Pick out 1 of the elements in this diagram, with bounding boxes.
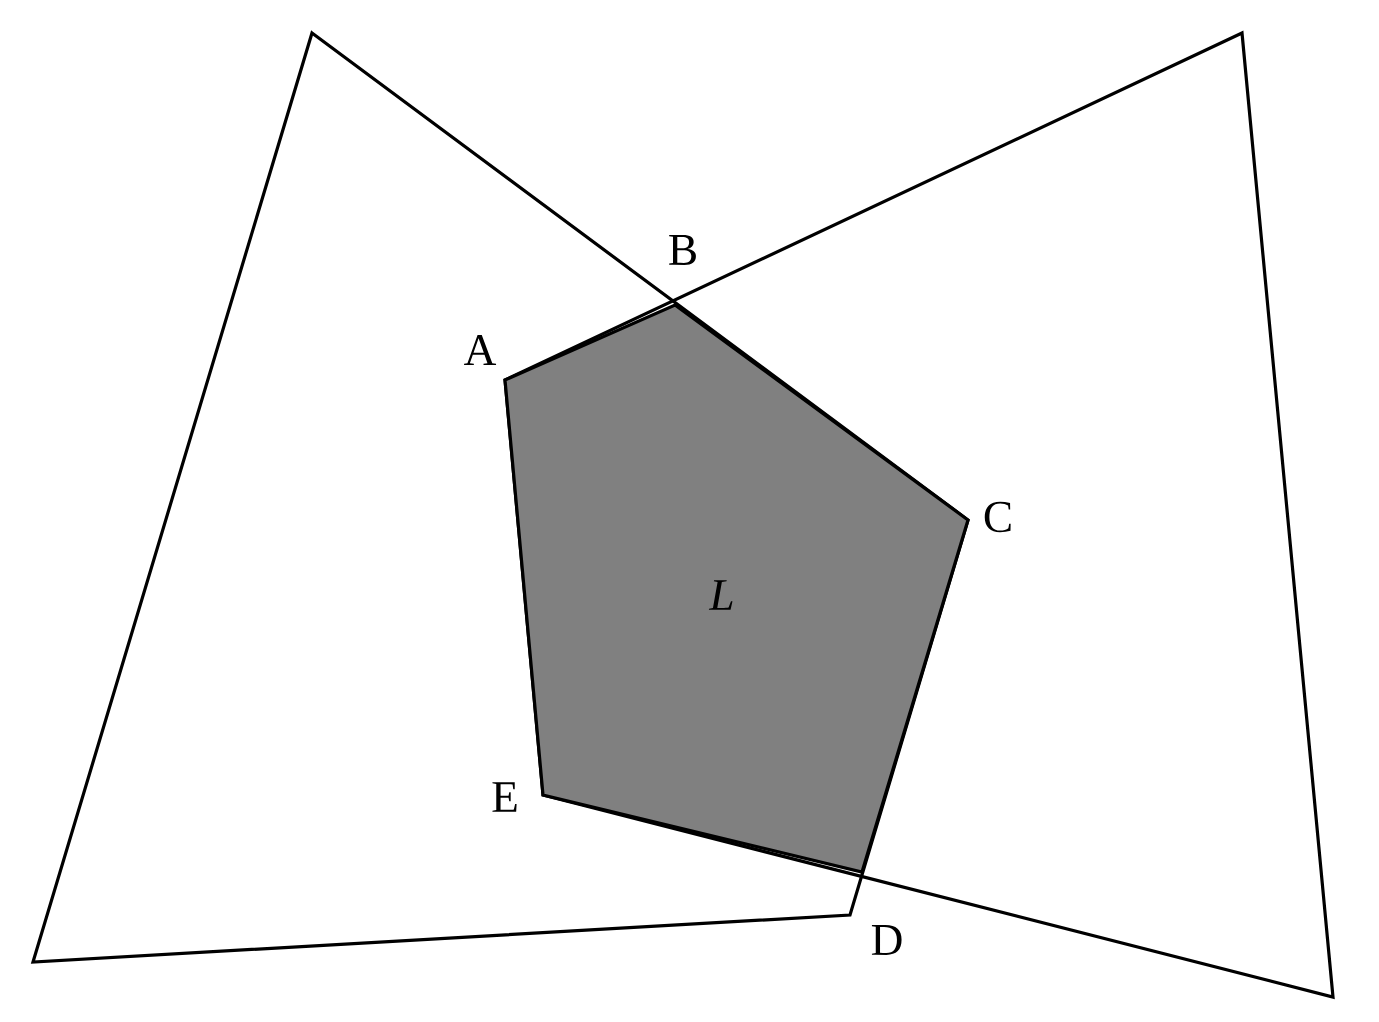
vertex-label: D	[871, 925, 902, 955]
